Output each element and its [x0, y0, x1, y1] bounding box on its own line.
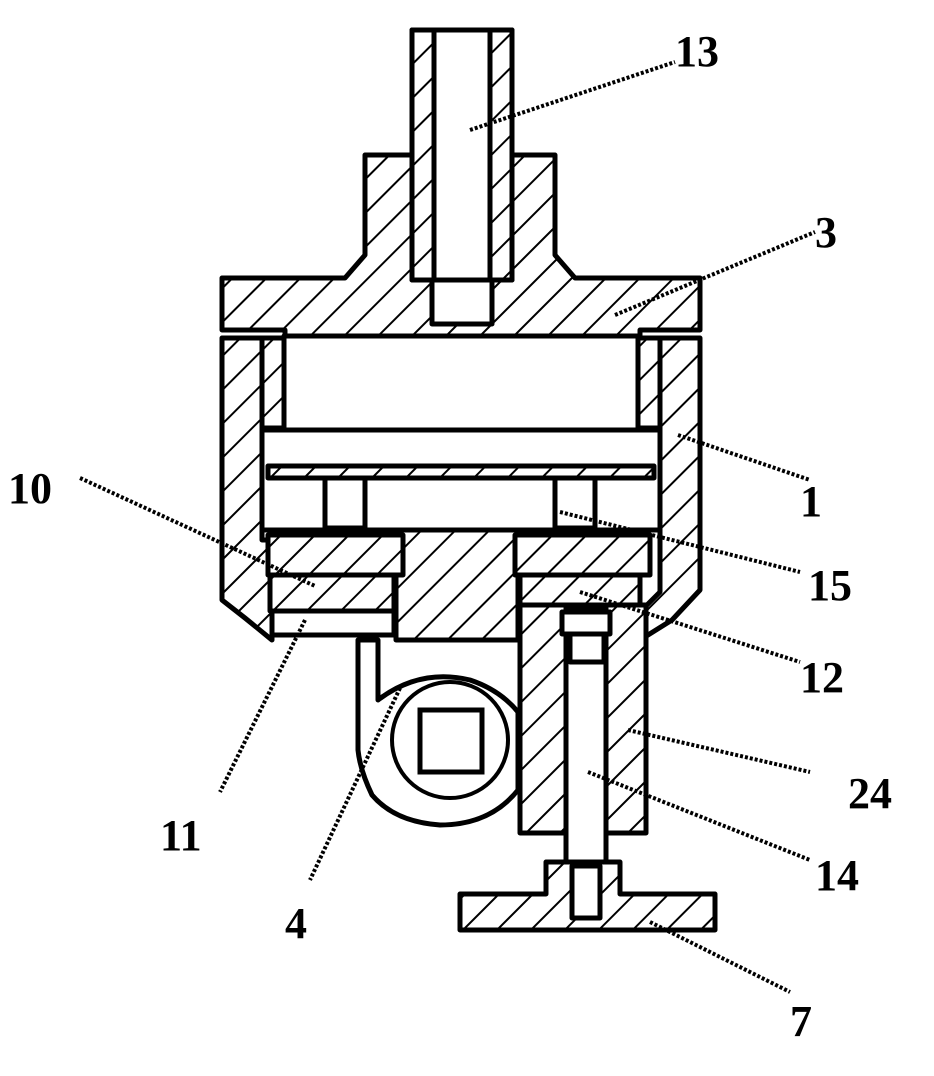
piston-pin-left — [322, 475, 368, 531]
rod-14-neck — [567, 631, 607, 665]
rod-14-head — [559, 609, 613, 637]
leader-11 — [218, 619, 307, 793]
label-14: 14 — [815, 851, 859, 900]
label-7: 7 — [790, 997, 812, 1046]
label-3: 3 — [815, 208, 837, 257]
leader-10 — [79, 476, 316, 588]
leader-15 — [559, 510, 801, 574]
label-12: 12 — [800, 653, 844, 702]
leader-13 — [469, 60, 676, 132]
leader-12 — [579, 590, 801, 664]
label-11: 11 — [160, 811, 202, 860]
seal-right-15 — [512, 532, 653, 578]
label-10: 10 — [8, 464, 52, 513]
lower-body — [393, 527, 521, 643]
shell-inner-left — [259, 335, 287, 431]
top-rod-hatched-right — [487, 27, 515, 283]
leader-24 — [627, 728, 811, 774]
shell-inner-right — [635, 335, 663, 431]
top-rod-hatched-left — [409, 27, 437, 283]
top-rod-end — [429, 277, 495, 327]
seal-left-11 — [269, 608, 397, 638]
label-24: 24 — [848, 769, 892, 818]
seal-left-ring — [267, 572, 397, 614]
label-1: 1 — [800, 477, 822, 526]
piston-pin-right — [552, 475, 598, 531]
seal-right-12 — [517, 572, 643, 608]
label-13: 13 — [675, 27, 719, 76]
leader-1 — [677, 433, 811, 482]
square-hole — [417, 707, 485, 775]
seal-left-10 — [265, 532, 406, 578]
clamp-ring — [390, 680, 510, 800]
base-plate-slot — [569, 863, 603, 921]
leader-4 — [308, 687, 402, 881]
piston-upper — [281, 333, 641, 433]
shell-right-wall — [637, 335, 703, 643]
label-4: 4 — [285, 899, 307, 948]
leader-3 — [614, 230, 816, 317]
piston-strip — [265, 463, 657, 481]
label-15: 15 — [808, 561, 852, 610]
leader-7 — [649, 920, 791, 994]
